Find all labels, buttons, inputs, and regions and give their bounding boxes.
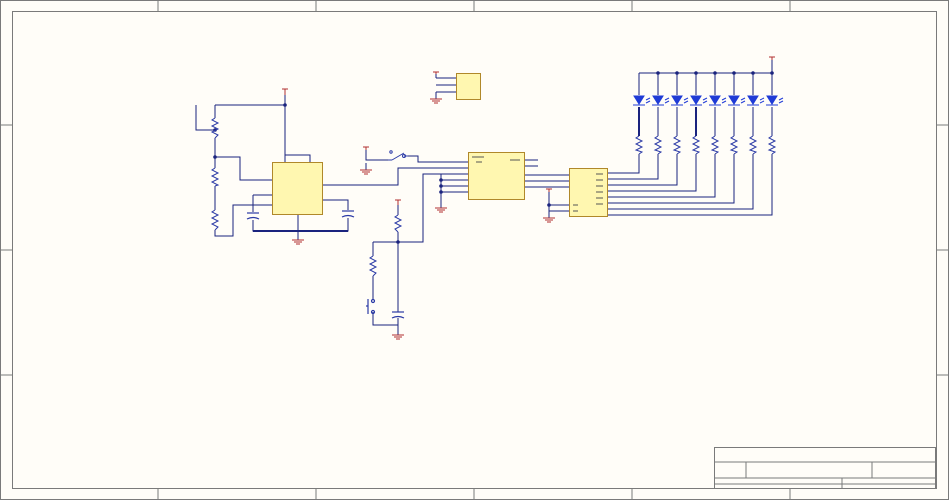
led	[747, 95, 765, 106]
resistor	[710, 135, 720, 155]
ground-symbol	[430, 98, 442, 104]
led	[709, 95, 727, 106]
ground-symbol	[392, 334, 404, 340]
resistor	[748, 135, 758, 155]
resistor	[393, 214, 403, 233]
vcc-symbol	[769, 56, 775, 60]
capacitors	[246, 210, 405, 319]
resistor	[729, 135, 739, 155]
ground-symbol	[360, 169, 372, 175]
vcc-symbol	[433, 71, 439, 74]
ic-counter[interactable]	[468, 152, 525, 200]
ground-symbol	[543, 217, 555, 223]
led	[766, 95, 784, 106]
resistor	[634, 135, 644, 155]
push-button[interactable]	[366, 298, 376, 315]
junctions	[213, 71, 774, 244]
led	[652, 95, 670, 106]
capacitor	[391, 311, 405, 319]
led	[690, 95, 708, 106]
led	[671, 95, 689, 106]
resistor	[767, 135, 777, 155]
title-block	[714, 447, 936, 489]
ic-timer[interactable]	[272, 162, 323, 215]
ground-symbols	[292, 98, 555, 340]
resistor	[368, 255, 378, 277]
wires	[195, 60, 773, 335]
ground-symbol	[435, 207, 447, 213]
ic-regulator[interactable]	[456, 73, 481, 100]
ground-symbol	[292, 239, 304, 245]
capacitor	[341, 210, 355, 218]
slide-switch[interactable]	[388, 150, 408, 161]
resistor	[210, 167, 220, 187]
vcc-symbol	[395, 199, 401, 205]
ic-driver[interactable]	[569, 168, 608, 217]
leds	[633, 95, 784, 106]
resistor	[672, 135, 682, 155]
capacitor	[246, 212, 260, 220]
bus-lines	[253, 107, 697, 232]
led	[633, 95, 651, 106]
led	[728, 95, 746, 106]
resistor	[653, 135, 663, 155]
resistors	[210, 117, 777, 277]
power-symbols	[282, 56, 775, 205]
vcc-symbol	[546, 188, 552, 192]
resistor	[210, 117, 220, 139]
resistor	[691, 135, 701, 155]
vcc-symbol	[282, 88, 288, 95]
resistor	[210, 209, 220, 231]
vcc-symbol	[363, 146, 369, 150]
